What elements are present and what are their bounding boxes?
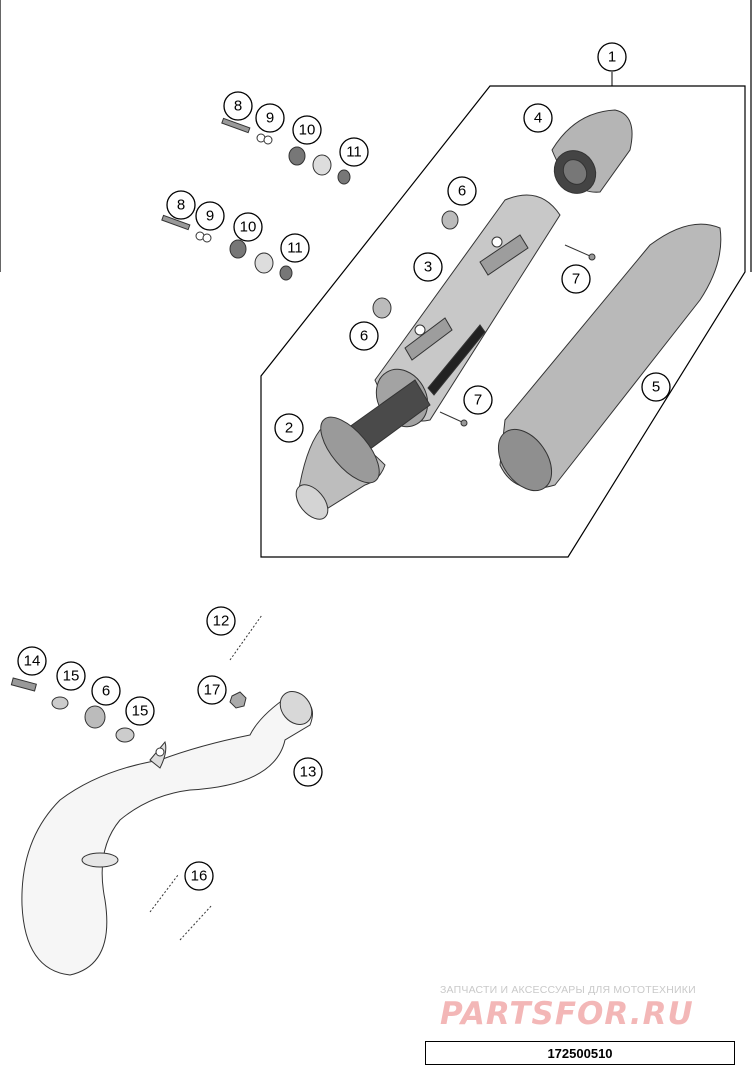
callout-11: 11 xyxy=(280,233,310,263)
callout-4: 4 xyxy=(523,103,553,133)
callout-1: 1 xyxy=(597,42,627,72)
svg-text:12: 12 xyxy=(213,613,230,630)
svg-text:8: 8 xyxy=(234,98,242,115)
callout-2: 2 xyxy=(274,413,304,443)
callout-15: 15 xyxy=(125,696,155,726)
svg-text:6: 6 xyxy=(458,183,466,200)
spring-part xyxy=(149,614,263,941)
svg-text:9: 9 xyxy=(266,110,274,127)
callout-7: 7 xyxy=(561,264,591,294)
callout-8: 8 xyxy=(223,91,253,121)
bushing-part xyxy=(229,146,351,281)
callout-6: 6 xyxy=(349,321,379,351)
callout-7: 7 xyxy=(463,385,493,415)
svg-text:5: 5 xyxy=(652,379,660,396)
svg-text:14: 14 xyxy=(24,653,41,670)
svg-text:8: 8 xyxy=(177,197,185,214)
svg-text:15: 15 xyxy=(63,668,80,685)
svg-text:6: 6 xyxy=(360,328,368,345)
watermark-logo: PARTSFOR.RU xyxy=(440,996,694,1032)
nut-part xyxy=(229,691,247,709)
svg-text:7: 7 xyxy=(474,392,482,409)
callout-6: 6 xyxy=(91,676,121,706)
callout-3: 3 xyxy=(413,252,443,282)
callout-9: 9 xyxy=(255,103,285,133)
callout-8: 8 xyxy=(166,190,196,220)
outer-sleeve-part xyxy=(497,223,722,492)
grommet-part xyxy=(84,210,459,729)
callout-6: 6 xyxy=(447,176,477,206)
svg-text:3: 3 xyxy=(424,259,432,276)
svg-text:16: 16 xyxy=(191,868,208,885)
svg-text:9: 9 xyxy=(206,208,214,225)
callout-15: 15 xyxy=(56,661,86,691)
svg-text:10: 10 xyxy=(299,122,316,139)
callout-16: 16 xyxy=(184,861,214,891)
svg-text:11: 11 xyxy=(346,144,362,161)
callout-10: 10 xyxy=(233,212,263,242)
callout-14: 14 xyxy=(17,646,47,676)
washer-part xyxy=(51,133,273,743)
svg-text:2: 2 xyxy=(285,420,293,437)
svg-text:11: 11 xyxy=(287,240,303,257)
silencer-assembly-outline xyxy=(260,85,746,558)
bolt-part xyxy=(10,117,251,692)
svg-text:4: 4 xyxy=(534,110,542,127)
callout-11: 11 xyxy=(339,137,369,167)
svg-text:13: 13 xyxy=(300,764,317,781)
end-cap-part xyxy=(551,109,633,194)
header-pipe-part xyxy=(21,691,313,976)
callout-9: 9 xyxy=(195,201,225,231)
svg-text:1: 1 xyxy=(608,49,616,66)
callout-13: 13 xyxy=(293,757,323,787)
screw-part xyxy=(439,244,596,427)
callout-10: 10 xyxy=(292,115,322,145)
svg-text:6: 6 xyxy=(102,683,110,700)
page-frame xyxy=(0,0,752,272)
inlet-cone-part xyxy=(295,379,431,520)
svg-text:10: 10 xyxy=(240,219,257,236)
document-number: 172500510 xyxy=(425,1041,735,1065)
callout-12: 12 xyxy=(206,606,236,636)
callout-17: 17 xyxy=(197,675,227,705)
svg-text:15: 15 xyxy=(132,703,149,720)
watermark-tagline: ЗАПЧАСТИ И АКСЕССУАРЫ ДЛЯ МОТОТЕХНИКИ xyxy=(440,984,696,996)
svg-text:7: 7 xyxy=(572,271,580,288)
svg-text:17: 17 xyxy=(204,682,221,699)
callout-5: 5 xyxy=(641,372,671,402)
